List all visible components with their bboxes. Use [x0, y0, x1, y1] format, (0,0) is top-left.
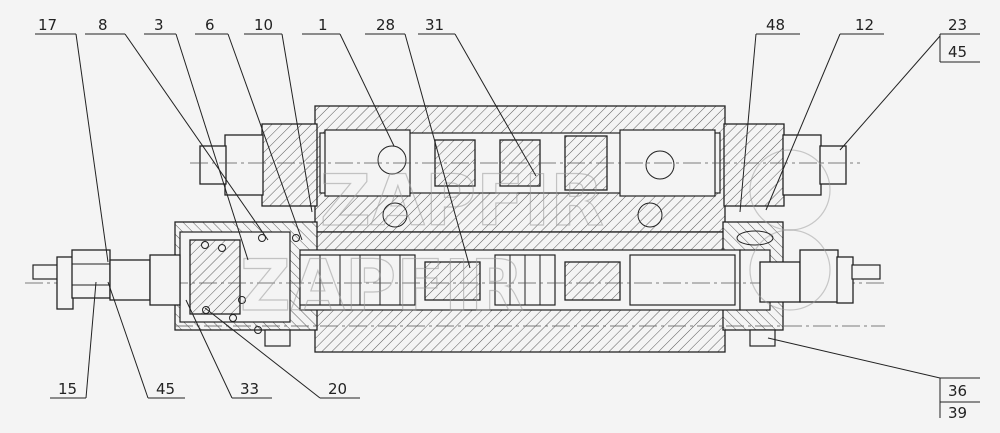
- callout-6: 6: [205, 16, 215, 34]
- watermark: ZAPFIR ZAPFIR: [239, 149, 831, 328]
- callout-3: 3: [154, 16, 164, 34]
- callout-31: 31: [425, 16, 444, 34]
- right-adjuster: [759, 249, 881, 304]
- callout-23: 23: [948, 16, 967, 34]
- svg-text:ZAPFIR: ZAPFIR: [240, 245, 524, 327]
- callout-39: 39: [948, 404, 967, 422]
- callout-10: 10: [254, 16, 273, 34]
- left-adjuster: [32, 249, 181, 310]
- callout-48: 48: [766, 16, 785, 34]
- callout-8: 8: [98, 16, 108, 34]
- callout-17: 17: [38, 16, 57, 34]
- callout-33: 33: [240, 380, 259, 398]
- callout-45-top: 45: [948, 43, 967, 61]
- callout-20: 20: [328, 380, 347, 398]
- lower-valve-body: [25, 221, 885, 353]
- callout-15: 15: [58, 380, 77, 398]
- callout-28: 28: [376, 16, 395, 34]
- upper-valve-body: [190, 105, 860, 233]
- callout-12: 12: [855, 16, 874, 34]
- callout-labels: 17 8 3 6 10 1 28 31 48 12 23 45 15 45 33…: [38, 16, 967, 422]
- callout-36: 36: [948, 382, 967, 400]
- svg-text:ZAPFIR: ZAPFIR: [320, 160, 604, 242]
- callout-45: 45: [156, 380, 175, 398]
- callout-1: 1: [318, 16, 328, 34]
- leader-lines: [35, 33, 980, 418]
